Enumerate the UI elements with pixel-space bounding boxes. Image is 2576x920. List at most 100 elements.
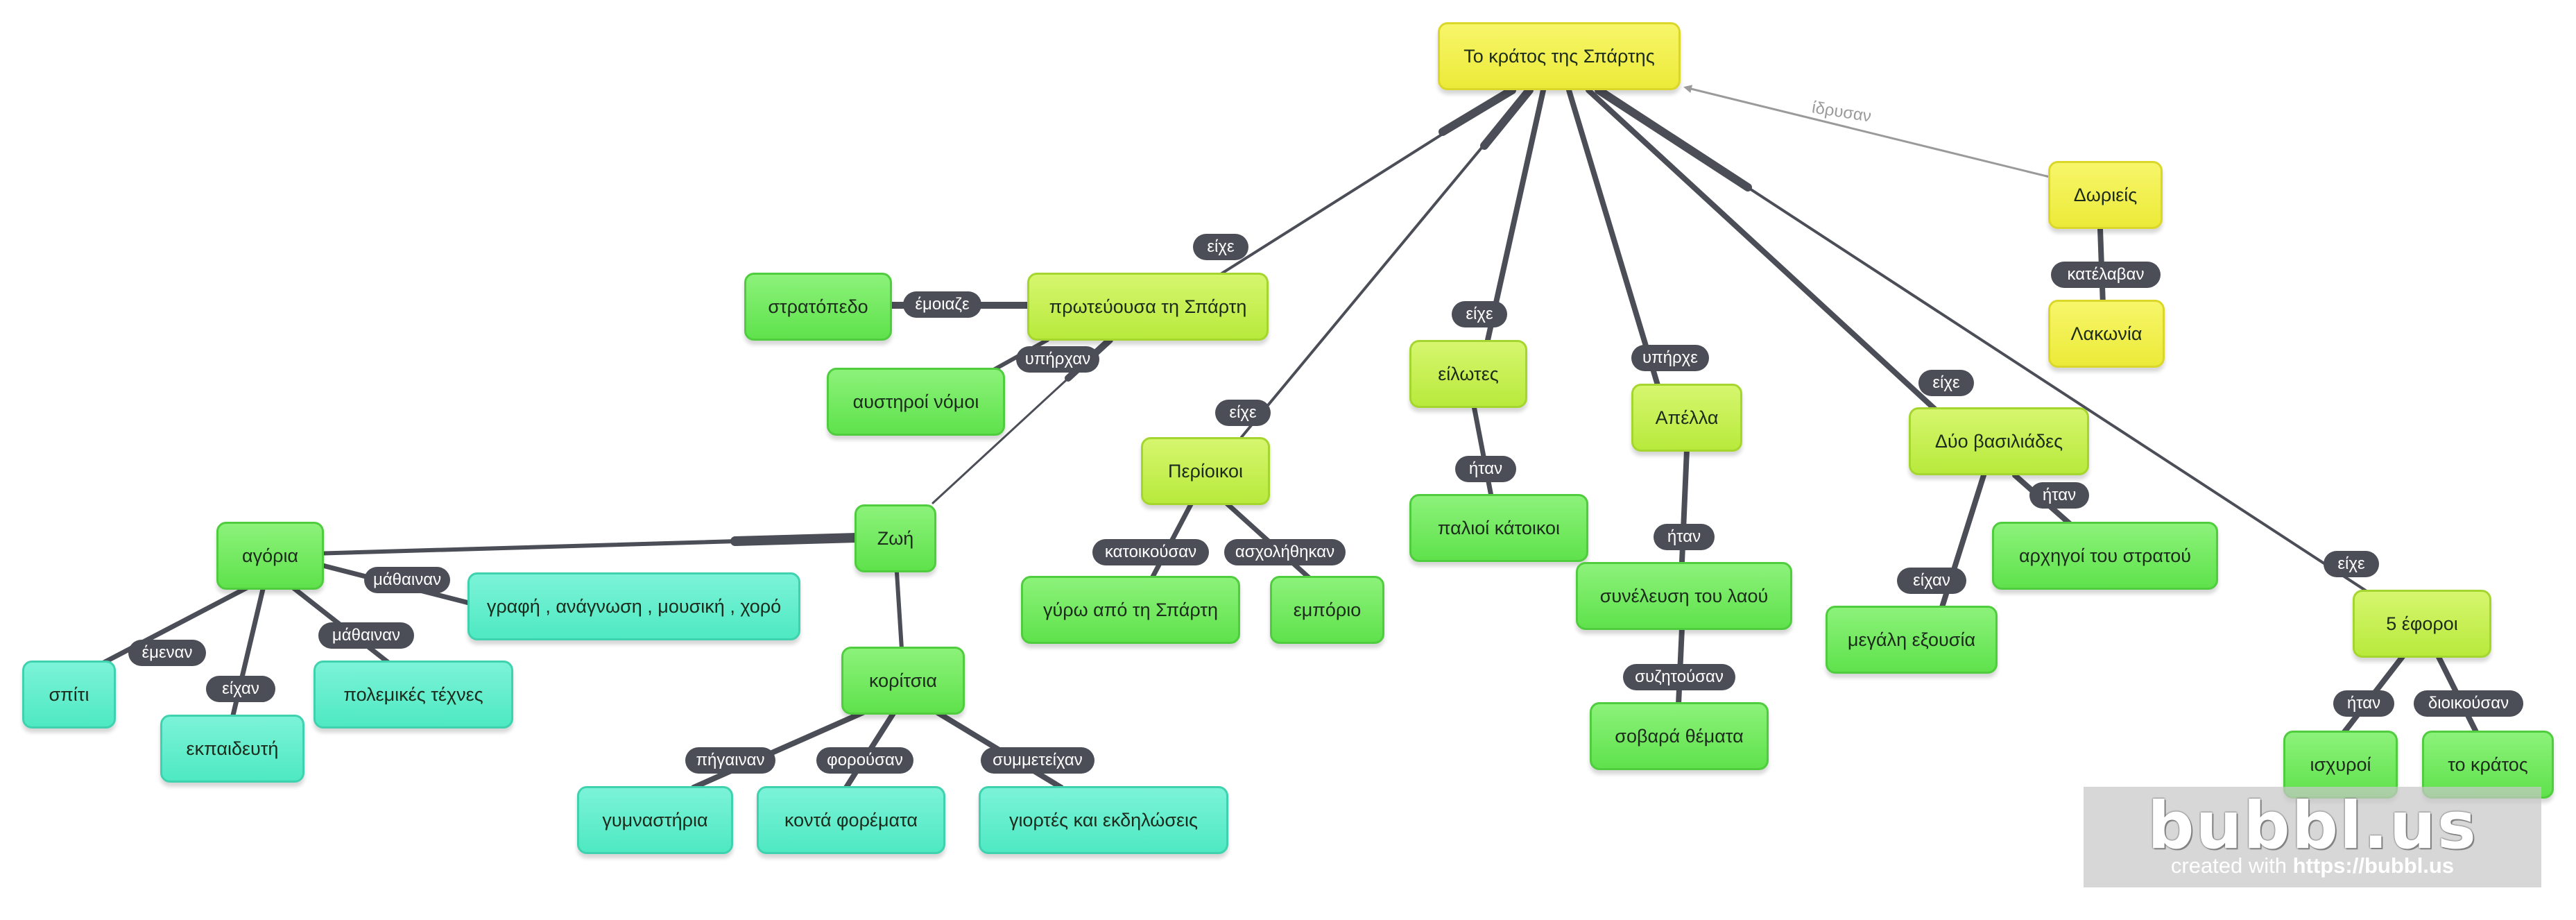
edge-root-eilotes — [1485, 87, 1546, 343]
link-label-symmeteichan[interactable]: συμμετείχαν — [981, 747, 1094, 774]
edge-root-perioikoi-thick — [1480, 86, 1534, 150]
synelefsi-node[interactable]: συνέλευση του λαού — [1576, 562, 1792, 630]
konta-label: κοντά φορέματα — [784, 809, 918, 830]
megali-node[interactable]: μεγάλη εξουσία — [1826, 606, 1998, 674]
eforoi-node[interactable]: 5 έφοροι — [2353, 590, 2491, 658]
link-label-eixe-perioikoi[interactable]: είχε — [1215, 400, 1271, 426]
afstiroi-node[interactable]: αυστηροί νόμοι — [827, 368, 1005, 436]
emporio-node[interactable]: εμπόριο — [1270, 576, 1384, 644]
bubbl-credit-prefix: created with — [2170, 853, 2287, 878]
eforoi-label: 5 έφοροι — [2386, 613, 2458, 634]
link-label-ypirchan[interactable]: υπήρχαν — [1016, 346, 1099, 373]
bubbl-watermark[interactable]: bubbl.us created with https://bubbl.us — [2084, 787, 2541, 887]
bubbl-credit: created with https://bubbl.us — [2084, 853, 2541, 878]
palioi-label: παλιοί κάτοικοι — [1437, 517, 1561, 538]
sovara-label: σοβαρά θέματα — [1615, 725, 1744, 747]
link-label-eichan-agoria[interactable]: είχαν — [206, 676, 275, 702]
proteuousa-label: πρωτεύουσα τη Σπάρτη — [1049, 296, 1247, 317]
sovara-node[interactable]: σοβαρά θέματα — [1590, 702, 1769, 770]
konta-node[interactable]: κοντά φορέματα — [757, 786, 945, 854]
spiti-label: σπίτι — [49, 683, 89, 705]
lakonia-label: Λακωνία — [2070, 323, 2143, 344]
gymnastiria-node[interactable]: γυμναστήρια — [577, 786, 733, 854]
grafi-label: γραφή , ανάγνωση , μουσική , χορό — [486, 595, 782, 617]
link-label-syzitousan[interactable]: συζητούσαν — [1623, 664, 1735, 690]
lakonia-node[interactable]: Λακωνία — [2048, 300, 2165, 368]
stratopedo-node[interactable]: στρατόπεδο — [744, 273, 892, 341]
link-label-itan-vasiliades[interactable]: ήταν — [2029, 482, 2089, 509]
bubbl-credit-url: https://bubbl.us — [2292, 853, 2455, 878]
dorieis-node[interactable]: Δωριείς — [2048, 161, 2163, 229]
emporio-label: εμπόριο — [1293, 599, 1362, 620]
root-node[interactable]: Το κράτος της Σπάρτης — [1438, 22, 1681, 90]
link-label-emoiaze[interactable]: έμοιαζε — [903, 291, 981, 318]
edge-root-eforoi-thick — [1595, 86, 1752, 191]
gyro-label: γύρω από τη Σπάρτη — [1042, 599, 1219, 620]
edge-root-proteuousa-thick — [1439, 86, 1516, 136]
ekpaideuti-label: εκπαιδευτή — [186, 738, 279, 759]
perioikoi-label: Περίοικοι — [1167, 460, 1244, 482]
ischyroi-label: ισχυροί — [2310, 753, 2371, 775]
gyro-node[interactable]: γύρω από τη Σπάρτη — [1021, 576, 1240, 644]
vasiliades-node[interactable]: Δύο βασιλιάδες — [1909, 407, 2089, 475]
apella-node[interactable]: Απέλλα — [1631, 384, 1742, 452]
megali-label: μεγάλη εξουσία — [1847, 629, 1976, 650]
giortes-node[interactable]: γιορτές και εκδηλώσεις — [979, 786, 1228, 854]
koritsia-label: κορίτσια — [868, 670, 938, 691]
link-label-dioikousan[interactable]: διοικούσαν — [2414, 690, 2523, 717]
grafi-node[interactable]: γραφή , ανάγνωση , μουσική , χορό — [467, 572, 800, 640]
edge-zoi-koritsia — [895, 570, 904, 651]
bubbl-logo: bubbl.us — [2147, 788, 2478, 864]
edge-root-vasiliades — [1586, 87, 1938, 412]
palioi-node[interactable]: παλιοί κάτοικοι — [1409, 494, 1588, 562]
link-label-eixe-eforoi[interactable]: είχε — [2324, 551, 2379, 577]
gymnastiria-label: γυμναστήρια — [602, 809, 708, 830]
proteuousa-node[interactable]: πρωτεύουσα τη Σπάρτη — [1027, 273, 1269, 341]
zoi-node[interactable]: Ζωή — [855, 504, 936, 572]
kratos-label: το κράτος — [2448, 753, 2528, 775]
link-label-itan-eforoi[interactable]: ήταν — [2333, 690, 2394, 717]
stratopedo-label: στρατόπεδο — [768, 296, 868, 317]
link-label-eixe-vasiliades[interactable]: είχε — [1918, 370, 1974, 396]
edge-root-apella — [1566, 87, 1660, 388]
link-label-ypirche[interactable]: υπήρχε — [1631, 345, 1709, 371]
ekpaideuti-node[interactable]: εκπαιδευτή — [160, 715, 304, 783]
polemikes-label: πολεμικές τέχνες — [343, 683, 483, 705]
edge-agoria-spiti — [94, 583, 252, 669]
link-label-pigainan[interactable]: πήγαιναν — [685, 747, 775, 774]
giortes-label: γιορτές και εκδηλώσεις — [1008, 809, 1199, 830]
apella-label: Απέλλα — [1655, 407, 1719, 428]
edge-dorieis-root-arrow — [1683, 85, 2050, 178]
link-label-itan-apella[interactable]: ήταν — [1654, 524, 1715, 550]
link-label-mathainan-polemikes[interactable]: μάθαιναν — [318, 622, 414, 649]
edge-zoi-agoria-thick — [730, 533, 861, 546]
agoria-node[interactable]: αγόρια — [216, 522, 324, 590]
eilotes-node[interactable]: είλωτες — [1409, 340, 1527, 408]
afstiroi-label: αυστηροί νόμοι — [852, 391, 979, 412]
zoi-label: Ζωή — [877, 527, 914, 549]
eilotes-label: είλωτες — [1438, 363, 1499, 384]
edge-koritsia-gymnastiria — [691, 705, 877, 790]
root-label: Το κράτος της Σπάρτης — [1463, 45, 1655, 67]
edge-eilotes-palioi — [1471, 403, 1494, 499]
link-label-emenan[interactable]: έμεναν — [128, 640, 206, 666]
dorieis-label: Δωριείς — [2073, 184, 2138, 205]
archigoi-label: αρχηγοί του στρατού — [2018, 545, 2192, 566]
link-label-eixe-proteuousa[interactable]: είχε — [1193, 234, 1248, 260]
link-label-itan-eilotes[interactable]: ήταν — [1455, 456, 1516, 482]
link-label-eixe-eilotes[interactable]: είχε — [1452, 301, 1507, 327]
link-label-mathainan-grafi[interactable]: μάθαιναν — [364, 567, 450, 593]
spiti-node[interactable]: σπίτι — [22, 661, 116, 729]
polemikes-node[interactable]: πολεμικές τέχνες — [314, 661, 513, 729]
link-label-eichan-vasiliades[interactable]: είχαν — [1897, 568, 1966, 594]
archigoi-node[interactable]: αρχηγοί του στρατού — [1992, 522, 2218, 590]
link-label-katelavan[interactable]: κατέλαβαν — [2051, 262, 2161, 288]
link-label-ascholithikan[interactable]: ασχολήθηκαν — [1224, 539, 1346, 565]
link-label-katoikousan[interactable]: κατοικούσαν — [1092, 539, 1209, 565]
link-label-forousan[interactable]: φορούσαν — [816, 747, 913, 774]
perioikoi-node[interactable]: Περίοικοι — [1141, 437, 1270, 505]
koritsia-node[interactable]: κορίτσια — [841, 647, 965, 715]
vasiliades-label: Δύο βασιλιάδες — [1934, 430, 2063, 452]
